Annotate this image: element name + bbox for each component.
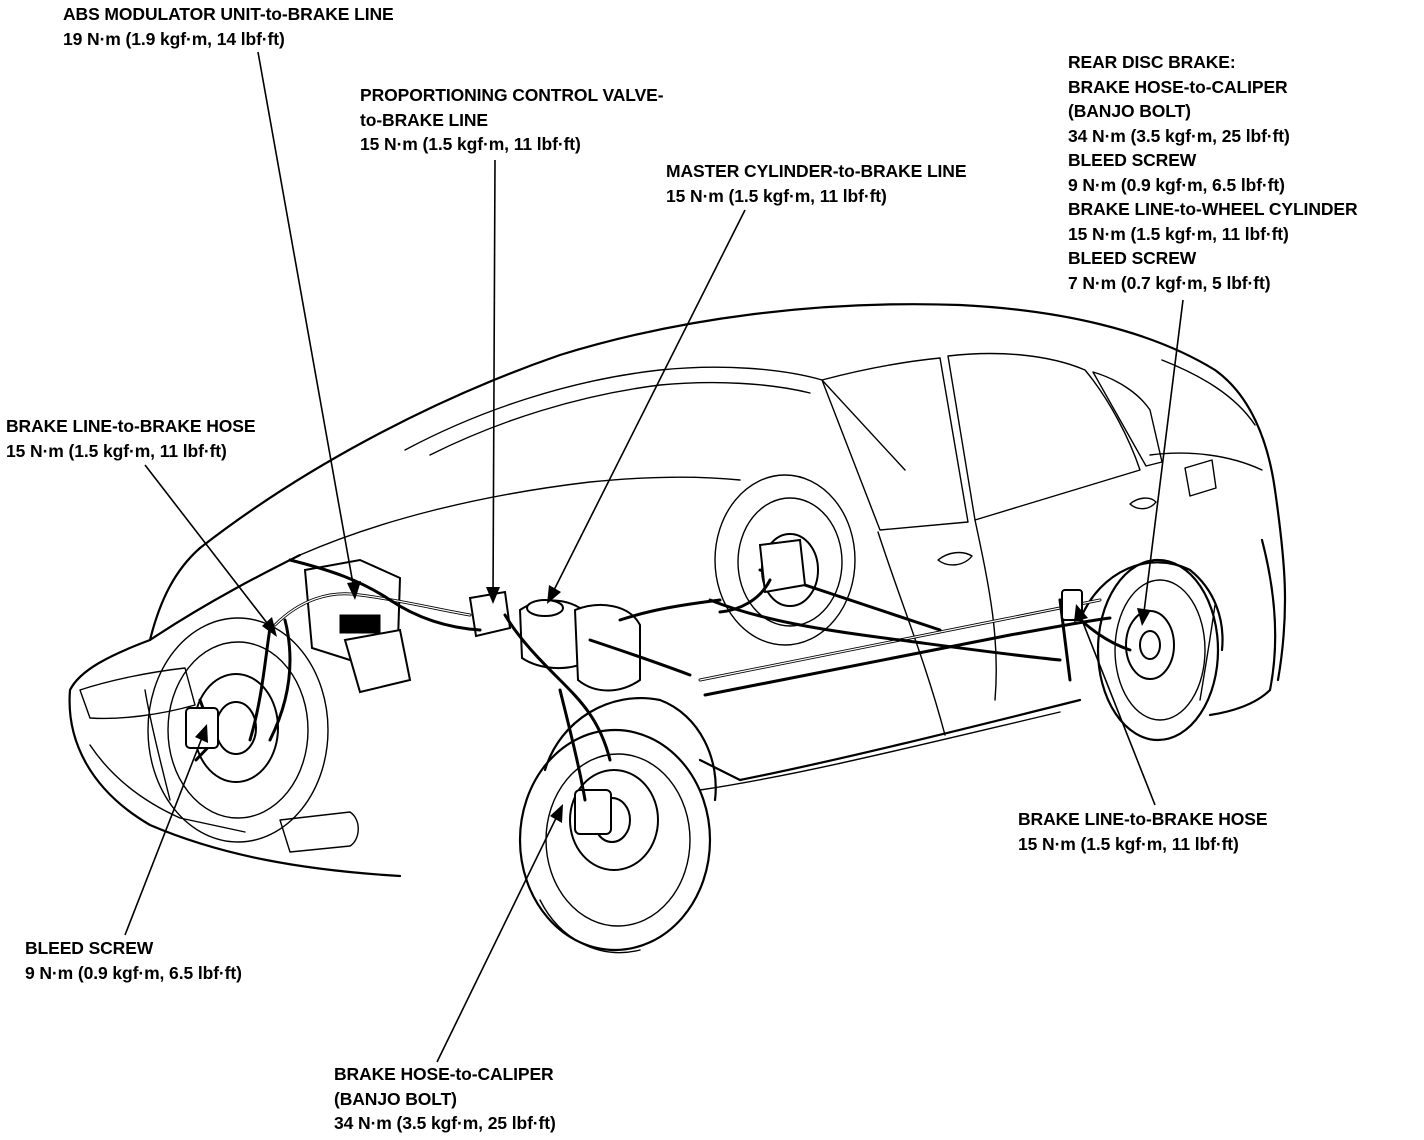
leader-rear-disc-brake (1142, 299, 1184, 621)
torque-spec: 15 N·m (1.5 kgf·m, 11 lbf·ft) (1018, 833, 1239, 854)
front-door-window (821, 357, 969, 531)
wheels (147, 474, 1220, 954)
brake-piping (248, 538, 1132, 802)
callout-abs-modulator: ABS MODULATOR UNIT-to-BRAKE LINE 19 N·m … (63, 2, 394, 51)
rear-brake-line-2 (703, 616, 1112, 697)
rear-door-line (974, 519, 997, 701)
leader-lines (124, 51, 1184, 1063)
callout-title: BRAKE LINE-to-WHEEL CYLINDER (1068, 199, 1358, 219)
callout-title: REAR DISC BRAKE: (1068, 52, 1236, 72)
brake-booster (573, 604, 641, 692)
torque-spec: 15 N·m (1.5 kgf·m, 11 lbf·ft) (666, 185, 887, 206)
callout-title: BRAKE HOSE-to-CALIPER (334, 1064, 554, 1084)
callout-proportioning-valve: PROPORTIONING CONTROL VALVE- to-BRAKE LI… (360, 83, 664, 157)
rocker-panel (698, 698, 1082, 782)
front-bumper (68, 638, 402, 878)
callout-title: PROPORTIONING CONTROL VALVE- (360, 85, 664, 105)
windshield (404, 366, 906, 471)
leader-proportioning-valve (492, 159, 496, 599)
battery-box (343, 628, 412, 694)
leader-front-bleed-screw (124, 729, 206, 936)
grille (144, 689, 171, 801)
callout-rear-line-to-hose: BRAKE LINE-to-BRAKE HOSE 15 N·m (1.5 kgf… (1018, 807, 1268, 856)
fog-lamp (279, 811, 359, 853)
callout-title: to-BRAKE LINE (360, 109, 488, 130)
torque-spec: 34 N·m (3.5 kgf·m, 25 lbf·ft) (334, 1113, 556, 1133)
torque-spec: 7 N·m (0.7 kgf·m, 5 lbf·ft) (1068, 272, 1271, 293)
rear-window (1161, 359, 1256, 426)
front-wheel-arch (543, 697, 717, 802)
fuel-door (1184, 459, 1217, 497)
quarter-window (1092, 371, 1163, 467)
windshield-inner (429, 381, 811, 456)
roof-outline (198, 303, 1287, 682)
callout-title: BLEED SCREW (1068, 248, 1197, 268)
rocker-lower (699, 711, 1061, 791)
rear-wheel-arch (1078, 561, 1224, 652)
leader-front-line-to-hose (144, 464, 275, 633)
callout-title: (BANJO BOLT) (334, 1088, 457, 1109)
torque-spec: 15 N·m (1.5 kgf·m, 11 lbf·ft) (6, 440, 227, 461)
callout-title: BRAKE LINE-to-BRAKE HOSE (6, 416, 256, 436)
leader-abs-modulator (257, 51, 356, 596)
callout-title: ABS MODULATOR UNIT-to-BRAKE LINE (63, 4, 394, 24)
callout-title: BRAKE LINE-to-BRAKE HOSE (1018, 809, 1268, 829)
torque-spec: 19 N·m (1.9 kgf·m, 14 lbf·ft) (63, 28, 285, 49)
callout-title: BLEED SCREW (1068, 150, 1197, 170)
front-door-handle (937, 551, 973, 566)
callout-rear-disc-brake: REAR DISC BRAKE: BRAKE HOSE-to-CALIPER (… (1068, 50, 1358, 295)
torque-spec: 15 N·m (1.5 kgf·m, 11 lbf·ft) (360, 134, 581, 154)
callout-title: MASTER CYLINDER-to-BRAKE LINE (666, 161, 967, 181)
rear-door-handle (1129, 497, 1157, 510)
torque-spec: 9 N·m (0.9 kgf·m, 6.5 lbf·ft) (1068, 174, 1285, 195)
callout-front-line-to-hose: BRAKE LINE-to-BRAKE HOSE 15 N·m (1.5 kgf… (6, 414, 256, 463)
callout-title: BLEED SCREW (25, 938, 154, 958)
callout-title: (BANJO BOLT) (1068, 101, 1191, 121)
front-door-line (877, 531, 946, 736)
hood-crease (299, 476, 741, 556)
callout-front-bleed-screw: BLEED SCREW 9 N·m (0.9 kgf·m, 6.5 lbf·ft… (25, 936, 242, 985)
right-front-wheel (518, 728, 712, 954)
leader-rear-line-to-hose (1077, 609, 1156, 806)
left-front-wheel (147, 617, 329, 843)
leader-master-cylinder (549, 209, 746, 599)
bumper-lower (89, 744, 246, 833)
callout-title: BRAKE HOSE-to-CALIPER (1068, 76, 1288, 97)
torque-spec: 34 N·m (3.5 kgf·m, 25 lbf·ft) (1068, 125, 1290, 146)
callout-master-cylinder: MASTER CYLINDER-to-BRAKE LINE 15 N·m (1.… (666, 159, 967, 208)
headlight (79, 667, 196, 720)
rear-bumper (1208, 538, 1277, 717)
trunk-line (1149, 452, 1263, 471)
callout-front-hose-to-caliper: BRAKE HOSE-to-CALIPER (BANJO BOLT) 34 N·… (334, 1062, 556, 1136)
parking-cable (708, 598, 1062, 662)
leader-front-hose-to-caliper (436, 809, 561, 1063)
rear-door-window (947, 352, 1141, 521)
torque-spec: 9 N·m (0.9 kgf·m, 6.5 lbf·ft) (25, 962, 242, 983)
hood-outline (148, 546, 302, 642)
car-body (68, 303, 1287, 878)
torque-spec: 15 N·m (1.5 kgf·m, 11 lbf·ft) (1068, 223, 1289, 244)
right-rear-wheel (1096, 558, 1220, 742)
